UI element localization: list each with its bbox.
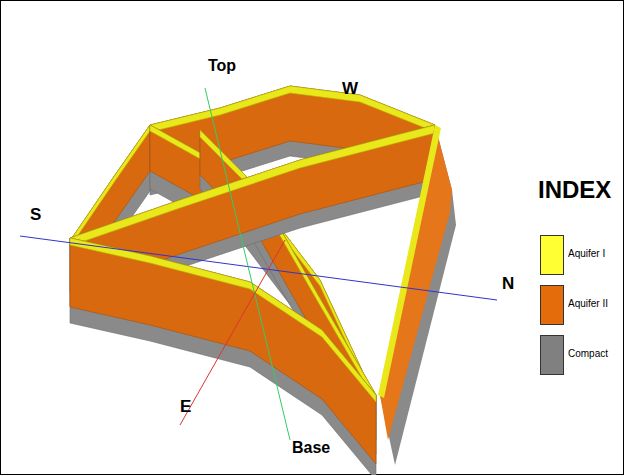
aquifer-ii-layer xyxy=(70,238,376,464)
aquifer-i-layer xyxy=(378,125,441,398)
fence-panel xyxy=(378,125,456,465)
axes xyxy=(20,88,497,440)
aquifer-i-layer xyxy=(150,86,435,132)
legend-swatch xyxy=(540,335,564,375)
fence-panel xyxy=(70,238,376,475)
axis-label: Top xyxy=(208,58,236,74)
axis-label: E xyxy=(180,398,191,415)
axis-label: N xyxy=(502,275,514,292)
compact-layer xyxy=(380,125,456,465)
e-axis xyxy=(180,240,285,425)
aquifer-panels xyxy=(70,86,456,475)
vertical-axis xyxy=(205,88,290,440)
aquifer-i-layer xyxy=(70,238,376,402)
legend-swatch xyxy=(540,285,564,325)
s-n-axis xyxy=(20,236,497,300)
axis-label: W xyxy=(342,80,358,97)
legend-text: Aquifer I xyxy=(568,248,605,259)
compact-layer xyxy=(70,238,376,475)
legend-text: Aquifer II xyxy=(568,298,608,309)
aquifer-ii-layer xyxy=(380,125,452,440)
legend-heading: INDEX xyxy=(538,178,611,202)
legend-text: Compact xyxy=(568,348,608,359)
legend-swatch xyxy=(540,235,564,275)
axis-label: Base xyxy=(292,440,330,456)
aquifer-i-layer xyxy=(70,125,435,246)
axis-label: S xyxy=(30,206,41,223)
